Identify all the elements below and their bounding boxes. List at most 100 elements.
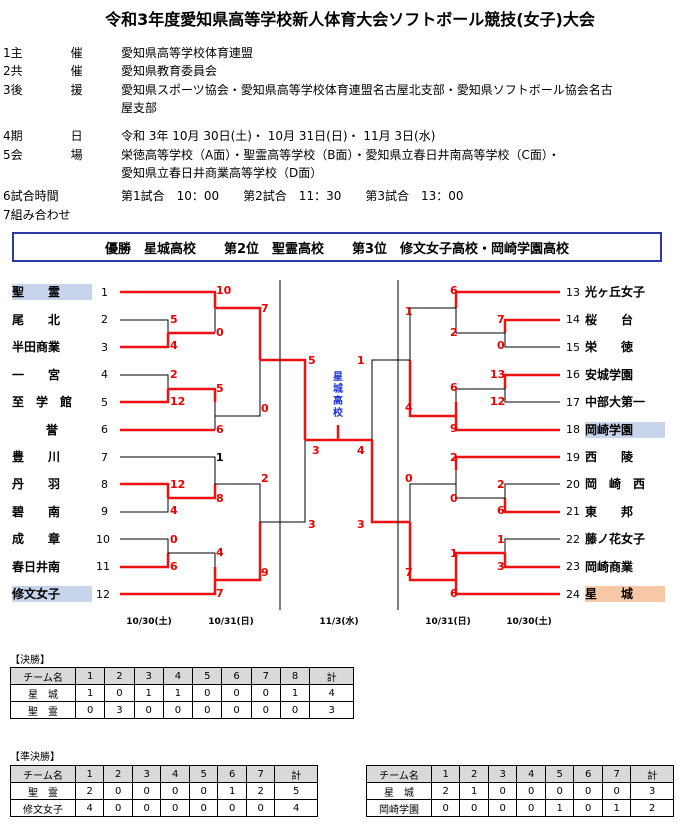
team-number: 4 bbox=[101, 368, 108, 381]
team-number: 13 bbox=[566, 286, 580, 299]
table-cell: 4 bbox=[162, 667, 194, 685]
table-cell: 4 bbox=[160, 765, 190, 783]
bracket-line bbox=[454, 402, 560, 432]
bracket-line bbox=[215, 483, 261, 522]
table-cell: 0 bbox=[160, 799, 190, 817]
table-cell: 0 bbox=[160, 782, 190, 800]
info-value: 愛知県高等学校体育連盟 bbox=[121, 46, 254, 60]
table-cell: 計 bbox=[274, 765, 318, 783]
table-cell: チーム名 bbox=[366, 765, 432, 783]
final-score: 3 bbox=[312, 444, 320, 457]
team-number: 7 bbox=[101, 451, 108, 464]
team-left: 春日井南 bbox=[12, 560, 61, 574]
bracket-line bbox=[120, 374, 169, 389]
bracket-line bbox=[454, 455, 560, 470]
winner-second: 第2位 聖霊高校 bbox=[223, 241, 324, 257]
score: 4 bbox=[170, 504, 178, 517]
score: 2 bbox=[497, 478, 505, 491]
score: 4 bbox=[405, 401, 413, 414]
info-value: 愛知県立春日井商業高等学校（D面） bbox=[121, 166, 323, 180]
table-cell: 0 bbox=[103, 782, 133, 800]
table-cell: 0 bbox=[131, 799, 162, 817]
table-cell: 0 bbox=[192, 701, 223, 719]
table-cell: 7 bbox=[601, 765, 632, 783]
table-cell: 0 bbox=[573, 799, 603, 817]
bracket-line bbox=[120, 538, 169, 553]
table-cell: 0 bbox=[188, 799, 219, 817]
score: 5 bbox=[170, 313, 178, 326]
round-date: 10/30(土) bbox=[126, 617, 172, 627]
team-number: 15 bbox=[566, 341, 580, 354]
table-cell: 0 bbox=[279, 701, 311, 719]
table-cell: 5 bbox=[192, 667, 223, 685]
team-right: 東 邦 bbox=[585, 505, 634, 519]
table-cell: 1 bbox=[74, 667, 106, 685]
table-cell: 0 bbox=[162, 701, 194, 719]
score: 6 bbox=[450, 381, 458, 394]
team-left: 一 宮 bbox=[12, 368, 61, 382]
table-cell: 2 bbox=[104, 667, 135, 685]
score: 1 bbox=[216, 451, 224, 464]
team-number: 11 bbox=[96, 560, 110, 573]
bracket-line bbox=[504, 538, 560, 553]
bracket-line bbox=[503, 498, 560, 514]
table-cell: 6 bbox=[217, 765, 247, 783]
table-row: 修文女子 4 0 0 0 0 0 0 4 bbox=[10, 799, 318, 817]
bracket-line bbox=[503, 373, 560, 389]
score: 0 bbox=[261, 402, 269, 415]
score: 0 bbox=[450, 492, 458, 505]
table-row: 聖 霊 0 3 0 0 0 0 0 0 3 bbox=[10, 701, 354, 719]
team-number: 9 bbox=[101, 505, 108, 518]
score: 1 bbox=[357, 354, 365, 367]
score: 6 bbox=[450, 284, 458, 297]
semi-caption: 【準決勝】 bbox=[10, 752, 60, 763]
score: 1 bbox=[405, 305, 413, 318]
table-row: 星 城 2 1 0 0 0 0 0 3 bbox=[366, 782, 674, 800]
table-cell: 3 bbox=[104, 701, 135, 719]
score: 0 bbox=[216, 326, 224, 339]
team-left: 尾 北 bbox=[12, 313, 61, 327]
bracket-line bbox=[409, 307, 456, 360]
table-cell: 0 bbox=[516, 799, 546, 817]
table-cell: 聖 霊 bbox=[10, 782, 76, 800]
table-row: 聖 霊 2 0 0 0 0 1 2 5 bbox=[10, 782, 318, 800]
round-date: 10/30(土) bbox=[506, 617, 552, 627]
table-cell: 5 bbox=[274, 782, 318, 800]
round-date: 11/3(水) bbox=[319, 617, 359, 627]
final-caption: 【決勝】 bbox=[10, 655, 50, 666]
team-number: 14 bbox=[566, 313, 580, 326]
table-cell: 2 bbox=[459, 765, 489, 783]
team-number: 18 bbox=[566, 423, 580, 436]
table-cell: チーム名 bbox=[10, 765, 76, 783]
score: 6 bbox=[450, 587, 458, 600]
score: 0 bbox=[170, 533, 178, 546]
table-cell: 0 bbox=[544, 782, 575, 800]
table-cell: 4 bbox=[74, 799, 105, 817]
score: 9 bbox=[450, 422, 458, 435]
semi-score-table-1: チーム名 1 2 3 4 5 6 7 計 聖 霊 2 0 0 0 0 1 2 5… bbox=[10, 765, 318, 817]
table-cell: 1 bbox=[162, 684, 194, 702]
team-left: 誉 bbox=[45, 423, 58, 437]
table-cell: 0 bbox=[217, 799, 247, 817]
score: 7 bbox=[216, 587, 224, 600]
champion-label: 星城高校 bbox=[331, 372, 345, 420]
score: 7 bbox=[497, 313, 505, 326]
team-number: 22 bbox=[566, 533, 580, 546]
bracket-line bbox=[120, 389, 170, 404]
table-cell: 2 bbox=[103, 765, 133, 783]
table-cell: 6 bbox=[221, 667, 252, 685]
team-number: 2 bbox=[101, 313, 108, 326]
semi-score-table-2: チーム名 1 2 3 4 5 6 7 計 星 城 2 1 0 0 0 0 0 3… bbox=[366, 765, 674, 817]
table-cell: 計 bbox=[630, 765, 674, 783]
table-cell: 4 bbox=[516, 765, 546, 783]
bracket-line bbox=[120, 333, 170, 349]
table-cell: 0 bbox=[188, 782, 219, 800]
bracket-line bbox=[215, 360, 261, 417]
score: 6 bbox=[170, 560, 178, 573]
team-left: 碧 南 bbox=[12, 505, 61, 519]
table-cell: 2 bbox=[74, 782, 105, 800]
bracket-line bbox=[408, 360, 456, 418]
team-number: 10 bbox=[96, 533, 110, 546]
bracket-line bbox=[503, 553, 560, 569]
final-score: 4 bbox=[357, 444, 365, 457]
